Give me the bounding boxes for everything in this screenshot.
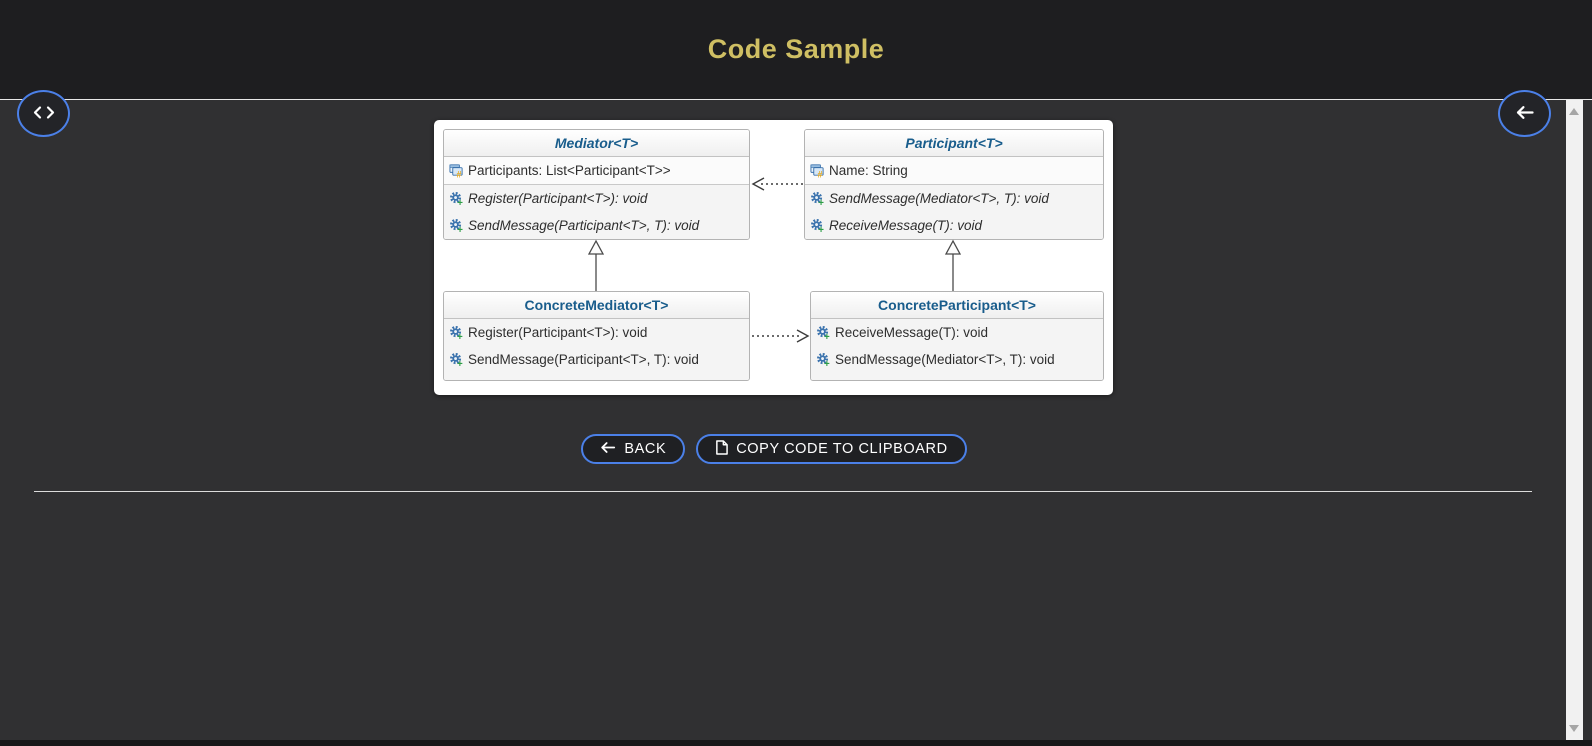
method-icon: + [817, 353, 830, 367]
class-name: Mediator<T> [444, 130, 749, 157]
method-label: ReceiveMessage(T): void [835, 325, 989, 340]
class-name: ConcreteParticipant<T> [811, 292, 1103, 319]
svg-text:#: # [818, 170, 823, 178]
scroll-up-icon[interactable] [1569, 108, 1579, 115]
method-label: SendMessage(Mediator<T>, T): void [829, 191, 1049, 206]
method-row: + Register(Participant<T>): void [444, 319, 749, 346]
field-label: Name: String [829, 163, 908, 178]
class-box-concrete-participant: ConcreteParticipant<T> + ReceiveMessage(… [810, 291, 1104, 381]
method-row: + SendMessage(Participant<T>, T): void [444, 212, 749, 239]
svg-text:#: # [457, 170, 462, 178]
action-button-row: BACK COPY CODE TO CLIPBOARD [0, 434, 1548, 464]
divider [34, 491, 1532, 492]
svg-text:+: + [457, 359, 463, 367]
inheritance-arrowhead-left [587, 239, 605, 255]
back-button-label: BACK [624, 441, 667, 457]
svg-text:+: + [824, 332, 830, 340]
svg-text:+: + [818, 198, 824, 206]
class-box-concrete-mediator: ConcreteMediator<T> + Register(Participa… [443, 291, 750, 381]
method-label: ReceiveMessage(T): void [829, 218, 983, 233]
back-fab-button[interactable] [1498, 90, 1551, 137]
field-row: # Participants: List<Participant<T>> [444, 157, 749, 184]
page-title: Code Sample [707, 34, 885, 64]
arrow-left-icon [600, 441, 616, 458]
method-label: SendMessage(Participant<T>, T): void [468, 352, 699, 367]
field-row: # Name: String [805, 157, 1103, 184]
field-icon: # [449, 164, 463, 178]
file-icon [715, 439, 729, 459]
svg-text:+: + [818, 225, 824, 233]
method-icon: + [817, 326, 830, 340]
method-label: Register(Participant<T>): void [468, 325, 648, 340]
method-row: + SendMessage(Mediator<T>, T): void [805, 185, 1103, 212]
dependency-arrowhead-top [751, 177, 765, 191]
method-icon: + [450, 353, 463, 367]
method-row: + SendMessage(Participant<T>, T): void [444, 346, 749, 373]
method-row: + ReceiveMessage(T): void [805, 212, 1103, 239]
svg-text:+: + [824, 359, 830, 367]
class-name: ConcreteMediator<T> [444, 292, 749, 319]
uml-diagram-card: Mediator<T> # Participants: List<Partici… [434, 120, 1113, 395]
method-label: SendMessage(Mediator<T>, T): void [835, 352, 1055, 367]
arrow-left-icon [1515, 105, 1535, 123]
method-row: + ReceiveMessage(T): void [811, 319, 1103, 346]
method-icon: + [450, 326, 463, 340]
copy-code-button[interactable]: COPY CODE TO CLIPBOARD [696, 434, 967, 464]
svg-text:+: + [457, 332, 463, 340]
class-box-mediator: Mediator<T> # Participants: List<Partici… [443, 129, 750, 240]
method-icon: + [450, 192, 463, 206]
class-name: Participant<T> [805, 130, 1103, 157]
back-button[interactable]: BACK [581, 434, 686, 464]
code-toggle-button[interactable] [17, 90, 70, 137]
vertical-scrollbar[interactable] [1566, 100, 1583, 740]
class-box-participant: Participant<T> # Name: String + SendM [804, 129, 1104, 240]
method-row: + SendMessage(Mediator<T>, T): void [811, 346, 1103, 373]
scroll-down-icon[interactable] [1569, 725, 1579, 732]
code-icon [32, 105, 56, 123]
method-icon: + [450, 219, 463, 233]
header: Code Sample [0, 0, 1592, 100]
field-icon: # [810, 164, 824, 178]
svg-text:+: + [457, 225, 463, 233]
method-icon: + [811, 192, 824, 206]
copy-code-button-label: COPY CODE TO CLIPBOARD [736, 441, 948, 457]
field-label: Participants: List<Participant<T>> [468, 163, 671, 178]
dependency-arrowhead-bottom [796, 329, 810, 343]
method-row: + Register(Participant<T>): void [444, 185, 749, 212]
inheritance-arrowhead-right [944, 239, 962, 255]
bottom-edge [0, 740, 1592, 746]
method-label: Register(Participant<T>): void [468, 191, 648, 206]
method-label: SendMessage(Participant<T>, T): void [468, 218, 700, 233]
method-icon: + [811, 219, 824, 233]
svg-text:+: + [457, 198, 463, 206]
